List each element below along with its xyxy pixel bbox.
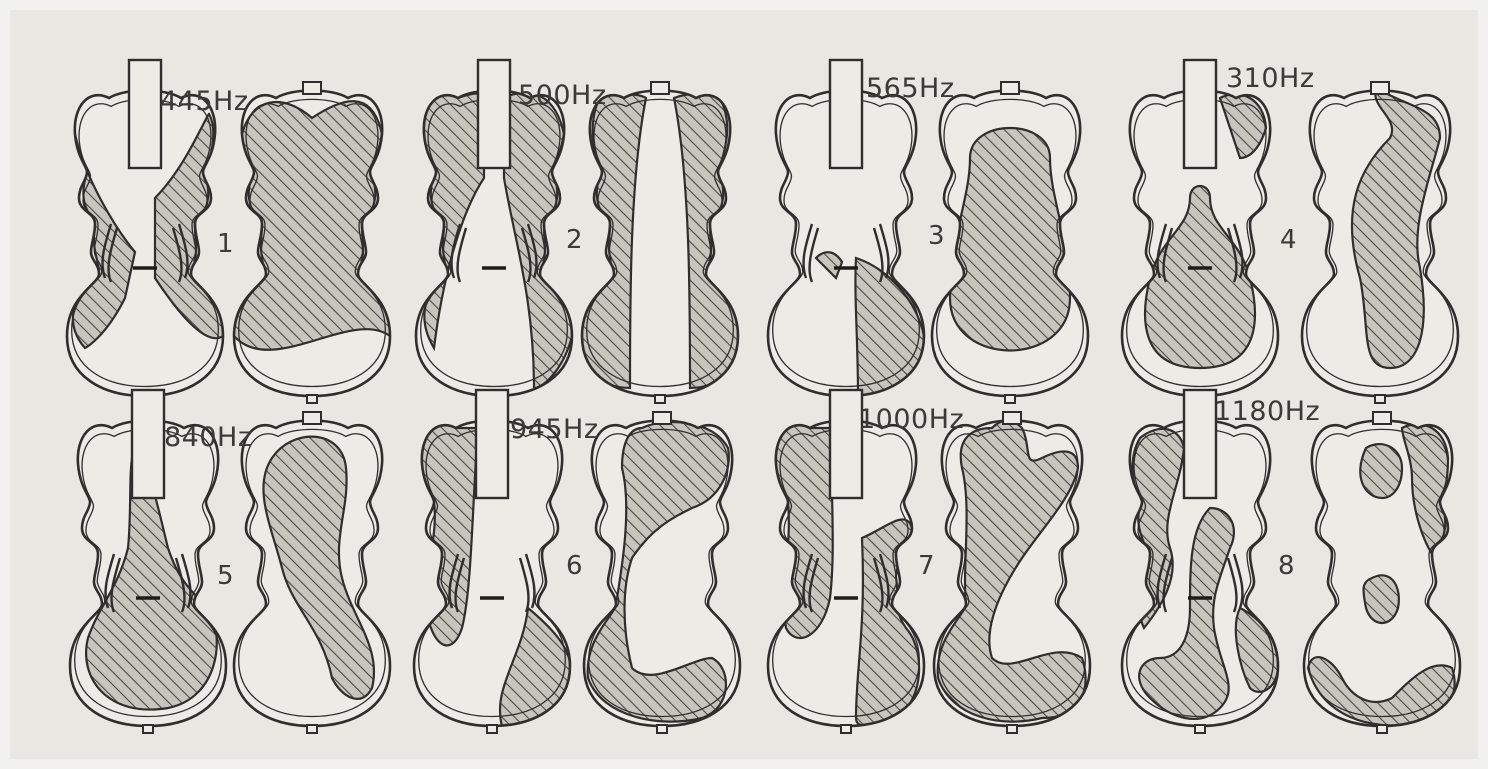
end-button [1377,725,1387,733]
end-button [307,725,317,733]
neck-block [651,82,669,94]
end-button [143,725,153,733]
hatched-region [234,101,390,350]
hatched-region [1360,444,1402,498]
neck-block [653,412,671,424]
end-button [1007,725,1017,733]
end-button [1005,395,1015,403]
violin-front-mode-2 [416,60,572,403]
freq-label-mode-3: 565Hz [866,73,955,104]
violin-back-mode-1 [234,82,390,403]
violin-back-mode-7 [934,412,1090,733]
violin-back-mode-5 [234,412,390,733]
violin-back-mode-3 [932,82,1088,403]
end-button [1375,395,1385,403]
mode-number-3: 3 [928,221,945,251]
violin-front-mode-4 [1122,60,1278,403]
nodal-regions [234,101,390,350]
neck-block [1003,412,1021,424]
end-button [307,395,317,403]
fingerboard [1184,60,1216,168]
violin-back-mode-8 [1304,412,1460,733]
fingerboard [830,60,862,168]
mode-number-2: 2 [566,225,583,255]
hatched-region [855,258,924,396]
violin-back-mode-2 [582,82,738,403]
mode-number-5: 5 [217,561,234,591]
mode-number-4: 4 [1280,225,1297,255]
end-button [655,395,665,403]
violin-front-mode-8 [1122,390,1278,733]
fingerboard [478,60,510,168]
neck-block [1371,82,1389,94]
violin-back-mode-6 [584,412,740,733]
mode-number-7: 7 [918,551,935,581]
end-button [1195,725,1205,733]
mode-number-6: 6 [566,551,583,581]
end-button [657,725,667,733]
freq-label-mode-7: 1000Hz [858,404,964,435]
neck-block [303,412,321,424]
fingerboard [476,390,508,498]
fingerboard [129,60,161,168]
violin-front-mode-7 [768,390,924,733]
hatched-region [1364,575,1399,623]
neck-block [303,82,321,94]
neck-block [1373,412,1391,424]
freq-label-mode-1: 445Hz [160,86,249,117]
violin-front-mode-3 [768,60,924,403]
violin-back-mode-4 [1302,82,1458,403]
neck-block [1001,82,1019,94]
end-button [487,725,497,733]
fingerboard [1184,390,1216,498]
freq-label-mode-6: 945Hz [510,414,599,445]
hatched-region [856,519,919,725]
mode-number-1: 1 [217,229,234,259]
freq-label-mode-2: 500Hz [518,80,607,111]
freq-label-mode-5: 840Hz [164,422,253,453]
end-button [841,725,851,733]
freq-label-mode-8: 1180Hz [1214,396,1320,427]
fingerboard [132,390,164,498]
freq-label-mode-4: 310Hz [1226,63,1315,94]
mode-number-8: 8 [1278,551,1295,581]
